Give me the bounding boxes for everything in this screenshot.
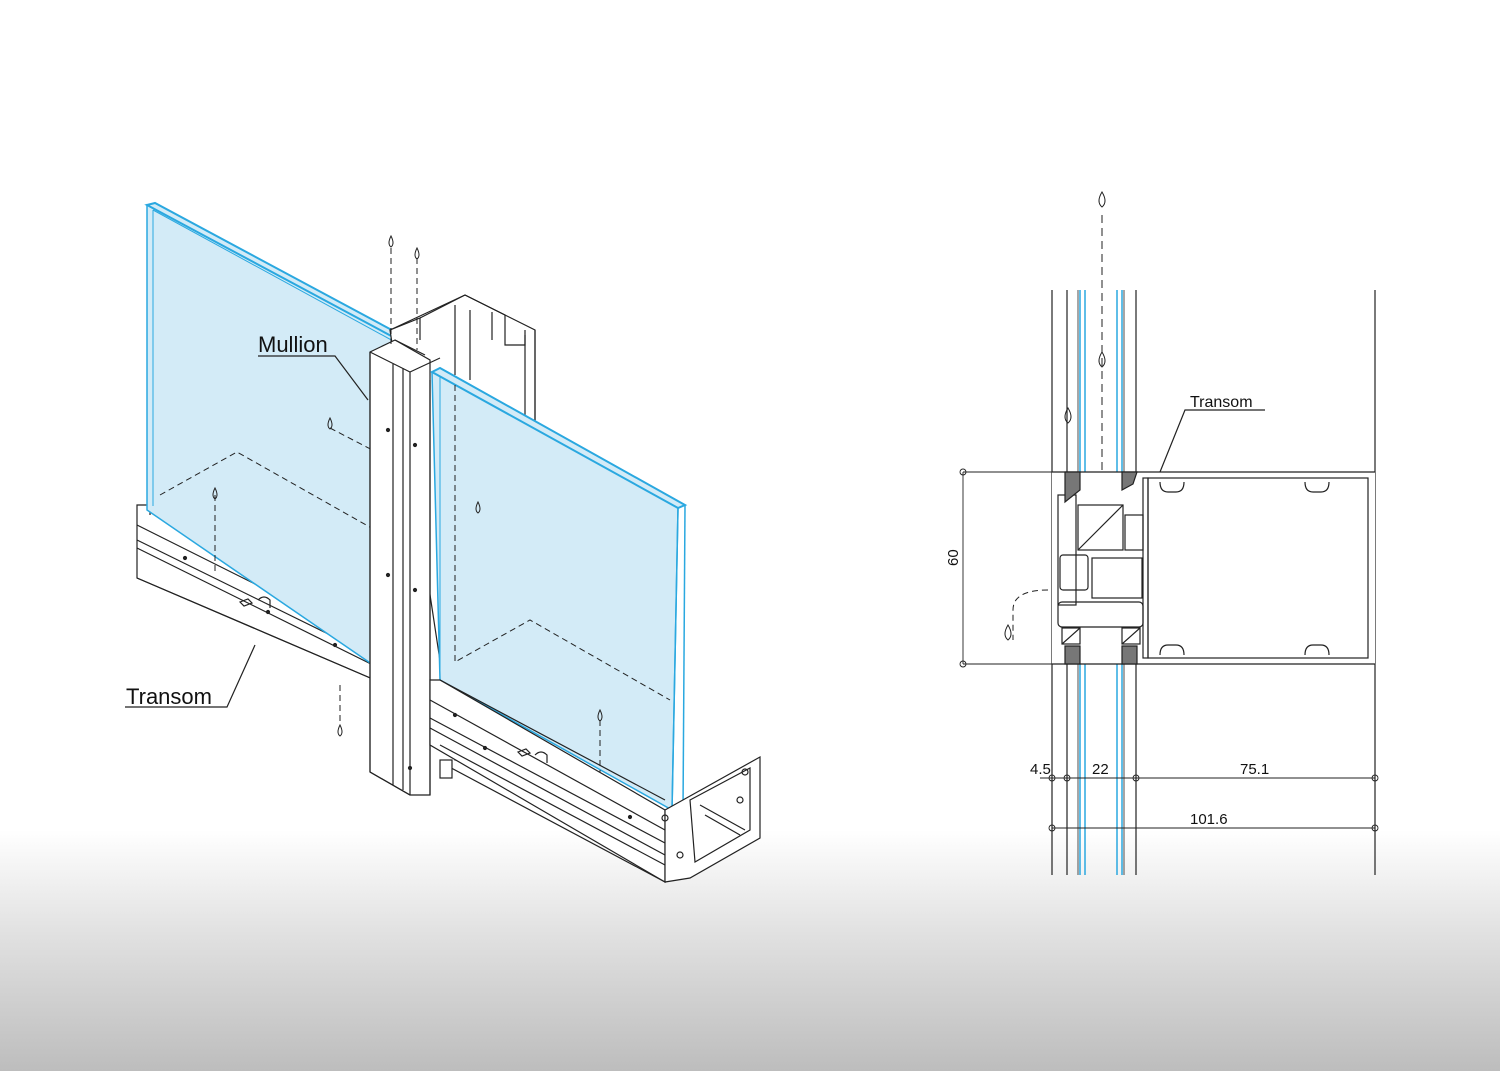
water-drop-icon xyxy=(1004,191,1106,641)
right-glass-pane xyxy=(429,366,688,813)
dim-total: 101.6 xyxy=(1190,811,1228,828)
transom-label-isometric: Transom xyxy=(126,684,212,709)
dim-a: 4.5 xyxy=(1030,761,1051,778)
left-glass-pane xyxy=(144,201,406,682)
dim-c: 75.1 xyxy=(1240,761,1269,778)
section-transom-leader xyxy=(1159,409,1265,473)
dim-b: 22 xyxy=(1092,761,1109,778)
transom-leader xyxy=(125,644,256,708)
drainage-lines xyxy=(390,248,418,350)
section-transom-profile xyxy=(1052,471,1375,665)
dim-height: 60 xyxy=(945,549,962,566)
mullion-label: Mullion xyxy=(258,332,328,357)
isometric-view xyxy=(125,201,761,884)
clip-fittings xyxy=(182,555,633,820)
transom-label-section: Transom xyxy=(1190,394,1253,411)
right-transom xyxy=(429,679,761,884)
water-drop-icon xyxy=(212,234,603,737)
section-view xyxy=(1012,215,1376,875)
mullion-leader xyxy=(258,355,369,401)
mullion-front xyxy=(369,339,441,796)
dimension-lines xyxy=(959,468,1379,832)
gaskets xyxy=(1064,471,1138,665)
